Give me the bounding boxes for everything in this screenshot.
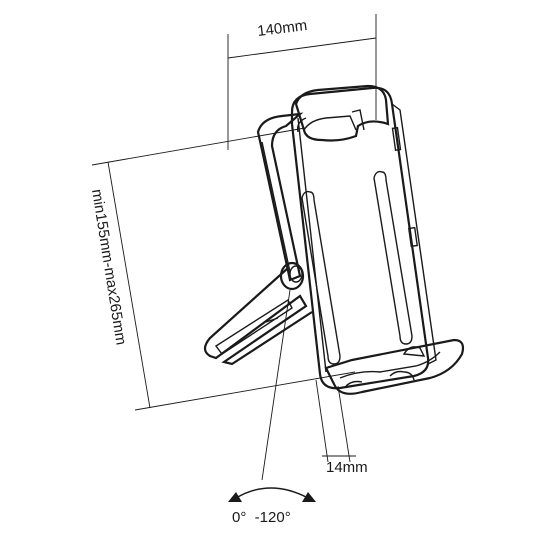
top-clamp <box>294 84 390 142</box>
height-extension-bottom <box>134 371 356 411</box>
kickstand <box>203 267 313 366</box>
plate-right-edge <box>391 103 437 365</box>
height-dimension-line <box>107 161 151 409</box>
height-label: min155mm-max265mm <box>88 188 129 346</box>
kickstand-slot <box>265 317 279 323</box>
slot-left <box>301 190 341 365</box>
hinge-outer <box>279 261 305 291</box>
rotation-indicator: 0° -120° <box>228 289 316 526</box>
rotation-axis-line <box>261 289 291 481</box>
tray-corner <box>345 380 363 387</box>
thickness-label: 14mm <box>326 459 368 476</box>
width-dimension-line <box>227 37 377 59</box>
tray-notch <box>389 370 415 381</box>
side-tab <box>391 126 402 151</box>
slot-right <box>373 170 413 345</box>
height-extension-top <box>91 127 306 166</box>
bottom-tray <box>324 338 465 395</box>
kickstand-inner <box>214 298 293 355</box>
hinge-inner <box>289 265 303 283</box>
width-dimension: 140mm <box>227 14 377 150</box>
rotation-arc <box>235 487 309 499</box>
plate-side-edge <box>297 117 327 373</box>
top-clamp-notch <box>351 109 365 131</box>
thickness-extension-left <box>315 379 329 463</box>
top-clamp-body <box>294 84 390 142</box>
rotation-label: 0° -120° <box>232 509 291 526</box>
tray-lip <box>339 351 441 379</box>
rotation-arrow-right-icon <box>302 492 316 502</box>
holder-plate <box>290 86 437 390</box>
upright-edge <box>261 141 291 273</box>
kickstand-leg <box>203 267 313 366</box>
thickness-extension-right <box>337 385 351 463</box>
upright-outer <box>256 112 304 282</box>
hinge-knob <box>279 261 305 291</box>
thickness-dimension: 14mm <box>315 379 368 476</box>
top-clamp-jaw <box>303 115 357 131</box>
back-bracket <box>256 112 304 282</box>
width-label: 140mm <box>256 17 308 40</box>
rotation-arrow-left-icon <box>228 492 242 502</box>
tray-tab <box>402 346 426 357</box>
tray-body <box>324 338 465 395</box>
top-clamp-curve <box>296 117 307 133</box>
side-button <box>407 226 419 248</box>
